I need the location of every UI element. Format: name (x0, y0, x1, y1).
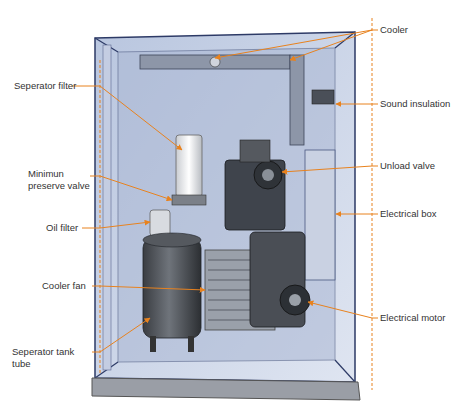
part-label: Oil filter (46, 222, 96, 234)
separator-filter (172, 135, 206, 205)
motor-assembly (225, 140, 310, 327)
electrical-box (305, 90, 335, 280)
part-label: Electrical box (380, 208, 470, 220)
part-label: Unload valve (380, 160, 470, 172)
part-label: Cooler (380, 24, 470, 36)
cooler (140, 55, 304, 145)
separator-tank (143, 233, 201, 352)
enclosure (92, 32, 360, 400)
leader-lines (72, 18, 378, 390)
part-label: Minimun preserve valve (28, 168, 96, 192)
part-label: Seperator tank tube (12, 346, 88, 370)
part-label: Seperator filter (14, 80, 98, 92)
part-label: Cooler fan (42, 280, 96, 292)
part-label: Electrical motor (380, 312, 472, 324)
part-label: Sound insulation (380, 98, 472, 110)
oil-filter (150, 210, 170, 236)
